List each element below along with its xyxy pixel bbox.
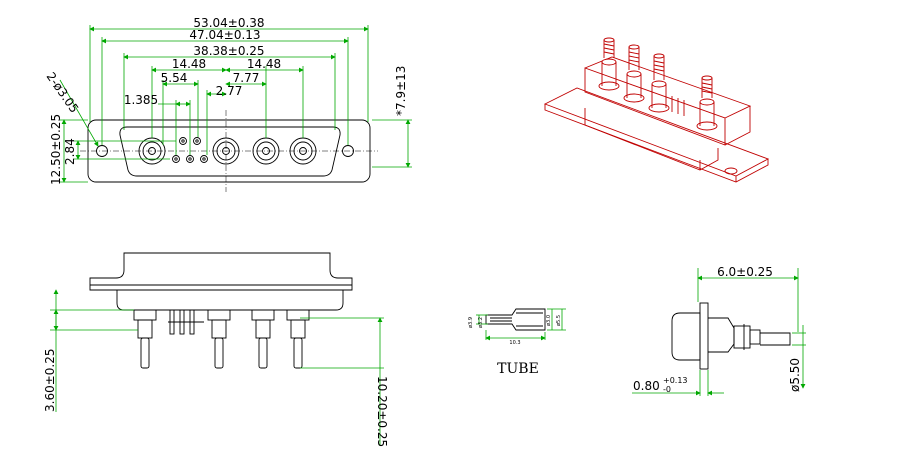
dim-overall-width: 53.04±0.38 [193,16,264,30]
dim-signal-span: 5.54 [161,71,188,85]
end-shell [671,312,701,361]
dim-hole-diameter: 2-ø3.05 [44,70,82,116]
dim-height: 12.50±0.25 [49,114,63,185]
side-view: 3.60±0.25 10.20±0.25 [43,252,389,447]
dim-signal-pitch: 1.385 [124,93,158,107]
side-signal-pins [168,309,204,335]
iso-contact-post [623,44,645,103]
end-view: 6.0±0.25 ø5.50 0.80 +0.13 -0 [632,265,806,396]
dim-depth: *7.9±13 [394,66,408,116]
side-shell [89,252,353,291]
side-contact-tail [133,309,157,369]
dim-pitch-left: 14.48 [172,57,206,71]
tube-outline [485,308,546,331]
iso-contact-post [598,37,620,91]
front-view: 53.04±0.38 47.04±0.13 38.38±0.25 14.48 1… [44,16,412,192]
dim-shell-width: 38.38±0.25 [193,44,264,58]
dim-mount-hole-spacing: 47.04±0.13 [189,28,260,42]
dim-tube-length: 10.3 [509,340,520,346]
side-insulator [116,290,344,311]
iso-flange-top [543,87,770,177]
dim-coax-offset: 7.77 [233,71,260,85]
dim-pitch-right: 14.48 [247,57,281,71]
dim-flange-tol-lower: -0 [663,385,671,394]
dim-flange-tol-upper: +0.13 [663,376,688,385]
side-contact-tail [286,309,310,369]
iso-contact-post [696,75,718,131]
dim-collar-diameter: ø5.50 [788,358,802,392]
dim-tube-d1: ø3.9 [468,317,474,328]
dim-flange-thickness: 0.80 [633,379,660,393]
dim-tube-d4: ø5.5 [556,315,562,326]
iso-contact-post [648,53,670,113]
signal-pins [172,137,208,163]
side-contact-tail [251,309,275,369]
isometric-view [543,37,770,183]
dim-row-offset: 2.84 [63,138,77,165]
dim-total-length: 10.20±0.25 [375,376,389,447]
mount-hole-right [342,145,354,157]
dim-flange-width: 6.0±0.25 [717,265,773,279]
tube-label: TUBE [497,361,539,377]
dim-signal-offset: 2.77 [216,84,243,98]
dim-tube-d3: ø3.0 [546,315,552,326]
tube-detail: ø3.9 ø3.2 10.3 ø3.0 ø5.5 TUBE [468,308,566,377]
dim-pin-length: 3.60±0.25 [43,349,57,413]
dim-tube-d2: ø3.2 [478,317,484,328]
end-flange [699,302,709,370]
d-shell [119,126,341,177]
side-contact-tail [207,309,231,369]
